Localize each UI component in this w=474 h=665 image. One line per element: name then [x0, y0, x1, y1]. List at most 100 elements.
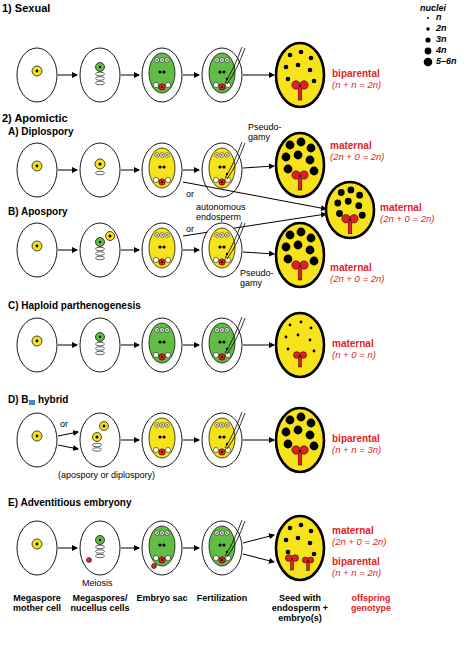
seed	[276, 133, 324, 197]
polar-nucleus	[222, 70, 225, 73]
megaspore-mother-cell	[32, 161, 42, 171]
text-label: 2) Apomictic	[2, 112, 68, 125]
nucleus	[307, 560, 309, 562]
antipodal-cell	[225, 328, 230, 333]
polar-nucleus	[222, 435, 225, 438]
suspensor	[298, 450, 302, 465]
nucleus	[109, 235, 112, 238]
nucleus	[291, 558, 293, 560]
functional-megaspore	[96, 238, 105, 247]
nucleus	[221, 181, 223, 183]
ovule-outline	[142, 223, 182, 277]
endosperm-nucleus	[307, 234, 316, 243]
nucleus	[96, 436, 99, 439]
antipodal-cell	[215, 58, 220, 63]
degenerate-megaspore	[96, 347, 105, 351]
polar-nucleus	[218, 245, 221, 248]
unreduced-cell	[93, 433, 102, 442]
genotype-label: (n + 0 = n)	[332, 350, 376, 361]
synergid	[153, 82, 158, 87]
egg-cell	[159, 449, 165, 455]
polar-nucleus	[222, 340, 225, 343]
endosperm-nucleus	[356, 192, 363, 199]
endosperm-nucleus	[286, 550, 291, 555]
antipodal-cell	[165, 58, 170, 63]
ovule-outline	[202, 521, 242, 575]
synergid	[153, 177, 158, 182]
antipodal-cell	[165, 423, 170, 428]
endosperm-nucleus	[289, 324, 292, 327]
endosperm-nucleus	[299, 523, 304, 528]
nucleus	[36, 543, 39, 546]
nucleus	[166, 329, 168, 331]
stage-label: Megaspores/ nucellus cells	[69, 594, 131, 614]
endosperm-nucleus	[312, 79, 317, 84]
pollen-tube	[225, 317, 242, 353]
arrow	[58, 75, 77, 76]
text-label: III	[29, 399, 35, 407]
ovule-outline	[80, 521, 120, 575]
text-label: B) Apospory	[8, 206, 68, 218]
pollen-tube	[227, 521, 245, 557]
polar-nucleus	[222, 543, 225, 546]
pollen-tube	[225, 412, 242, 448]
nucleus	[226, 154, 228, 156]
egg-cell	[219, 259, 225, 265]
ovule-outline	[202, 223, 242, 277]
endosperm-nucleus	[310, 257, 319, 266]
nucleus	[216, 59, 218, 61]
arrow	[121, 440, 139, 441]
polar-nucleus	[218, 543, 221, 546]
genotype-label: maternal	[330, 140, 372, 152]
egg-cell	[219, 449, 225, 455]
arrow	[243, 440, 274, 441]
nucleus	[166, 59, 168, 61]
antipodal-cell	[165, 328, 170, 333]
antipodal-cell	[220, 233, 225, 238]
pollen-tube	[227, 48, 245, 84]
polar-nucleus	[218, 165, 221, 168]
endosperm-nucleus	[306, 431, 315, 440]
suspensor	[299, 354, 301, 365]
synergid	[213, 447, 218, 452]
nucleus	[99, 336, 101, 338]
nucleus	[161, 86, 163, 88]
degenerate-megaspore	[93, 448, 102, 452]
polar-nucleus	[222, 165, 225, 168]
antipodal-cell	[155, 328, 160, 333]
synergid	[213, 257, 218, 262]
antipodal-cell	[155, 233, 160, 238]
text-label: E) Adventitious embryony	[8, 497, 132, 509]
pollen-tube	[227, 318, 245, 354]
nucleus	[221, 356, 223, 358]
pollen-tube	[225, 222, 242, 258]
synergid	[213, 82, 218, 87]
antipodal-cell	[215, 233, 220, 238]
antipodal-cell	[220, 58, 225, 63]
ovule-outline	[80, 48, 120, 102]
pollen-tube	[225, 142, 242, 178]
arrow	[243, 252, 274, 254]
arrow	[183, 170, 199, 171]
polar-nucleus	[162, 70, 165, 73]
nucleus	[36, 70, 39, 73]
aposporous-cell	[106, 232, 115, 241]
endosperm-nucleus	[296, 536, 301, 541]
genotype-label: maternal	[380, 202, 422, 214]
antipodal-cell	[160, 423, 165, 428]
text-label: 1) Sexual	[2, 2, 50, 15]
genotype-label: biparental	[332, 68, 380, 80]
endosperm-nucleus	[300, 321, 303, 324]
nucleus	[36, 435, 39, 438]
stage-label: Seed with endosperm + embryo(s)	[262, 594, 338, 624]
nucleus	[226, 234, 228, 236]
suspensor	[298, 265, 302, 280]
antipodal-cell	[165, 531, 170, 536]
endosperm-nucleus	[286, 77, 291, 82]
antipodal-cell	[220, 531, 225, 536]
legend-text: n	[436, 12, 442, 22]
endosperm-nucleus	[334, 200, 341, 207]
pollen-tube	[227, 143, 245, 179]
nucleus	[161, 451, 163, 453]
ovule-outline	[142, 318, 182, 372]
